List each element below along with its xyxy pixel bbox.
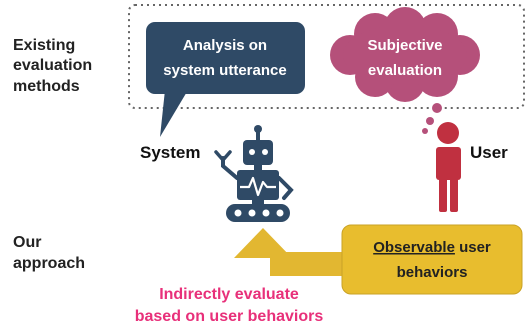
our-approach-label: Our approach [13,234,85,272]
robot-icon [214,125,294,222]
analysis-speech-bubble: Analysis on system utterance [146,22,305,137]
observable-underlined-word: Observable [373,239,455,256]
subjective-thought-cloud: Subjective evaluation [330,7,480,134]
indirect-evaluation-text: Indirectly evaluate based on user behavi… [135,286,324,325]
approach-label-line2: approach [13,255,85,272]
existing-methods-region [128,4,525,109]
arrow-up-icon [234,228,354,276]
subjective-bubble-line2: evaluation [368,62,442,79]
indirect-line1: Indirectly evaluate [159,286,299,303]
existing-label-line3: methods [13,78,80,95]
existing-label-line2: evaluation [13,57,92,74]
approach-label-line1: Our [13,234,41,251]
user-label: User [470,143,508,162]
analysis-bubble-line1: Analysis on [183,37,267,54]
person-icon [436,122,461,212]
analysis-bubble-line2: system utterance [163,62,286,79]
existing-methods-label: Existing evaluation methods [13,37,92,95]
observable-box-line2: behaviors [397,264,468,281]
observable-behaviors-box: Observable user behaviors [341,224,523,295]
existing-label-line1: Existing [13,37,75,54]
observable-rest-text: user [455,239,491,256]
system-label: System [140,143,200,162]
observable-box-line1: Observable user [373,239,491,256]
subjective-bubble-line1: Subjective [367,37,442,54]
indirect-line2: based on user behaviors [135,308,324,325]
